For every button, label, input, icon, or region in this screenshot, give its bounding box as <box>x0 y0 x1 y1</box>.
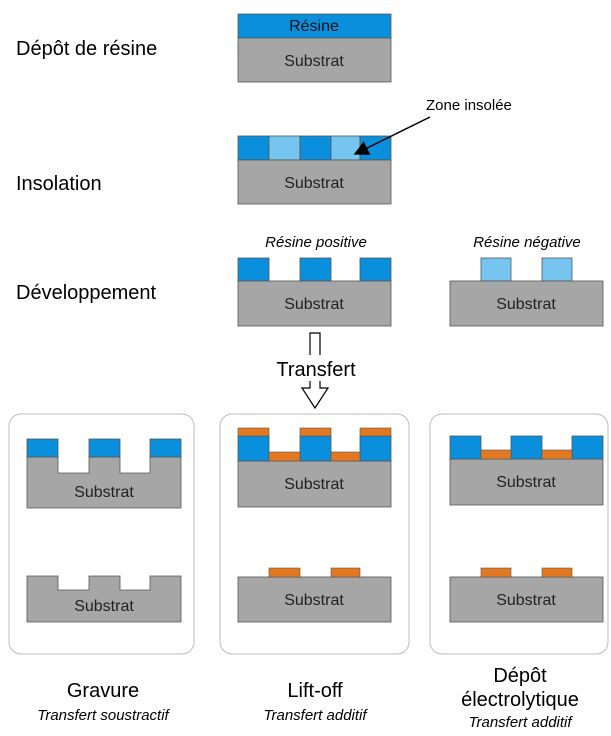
etching-top-stack: Substrat <box>26 438 182 509</box>
substrate-label: Substrat <box>284 53 344 70</box>
substrate-label: Substrat <box>74 598 134 615</box>
etched-substrate <box>26 456 182 509</box>
resin-segment <box>359 435 392 462</box>
exposed-resin-segment <box>268 135 301 161</box>
resin-segment <box>237 435 270 462</box>
negative-development-stack: Substrat <box>449 257 604 327</box>
etching-bottom-stack: Substrat <box>26 575 182 623</box>
exposed-resin-segment <box>541 257 573 282</box>
resin-segment <box>571 435 604 460</box>
lift-off-subtitle: Transfert additif <box>263 707 368 724</box>
exposed-resin-segment <box>480 257 512 282</box>
step-label-exposure: Insolation <box>16 173 102 195</box>
etched-substrate <box>26 575 182 623</box>
substrate-label: Substrat <box>284 296 344 313</box>
metal-feature <box>541 567 573 578</box>
transfer-label: Transfert <box>276 359 356 381</box>
positive-resin-label: Résine positive <box>265 234 367 251</box>
resin-segment <box>359 135 392 161</box>
resin-deposit-stack: Résine Substrat <box>237 13 392 83</box>
resin-segment <box>299 257 332 282</box>
metal-deposit <box>330 451 361 462</box>
substrate-label: Substrat <box>496 592 556 609</box>
resin-segment <box>149 438 182 458</box>
resin-segment <box>88 438 121 458</box>
electroplating-title-line1: Dépôt <box>493 665 547 687</box>
exposure-stack: Substrat <box>237 135 392 205</box>
resin-segment <box>26 438 59 458</box>
substrate-block <box>237 159 392 205</box>
substrate-label: Substrat <box>496 474 556 491</box>
substrate-label: Substrat <box>496 296 556 313</box>
etching-subtitle: Transfert soustractif <box>37 707 170 724</box>
electroplating-title-line2: électrolytique <box>461 689 579 711</box>
resin-label: Résine <box>289 18 339 35</box>
etching-title: Gravure <box>67 680 139 702</box>
substrate-block <box>237 576 392 623</box>
lift-off-title: Lift-off <box>287 680 343 702</box>
exposed-zone-label: Zone insolée <box>426 97 512 114</box>
exposed-zone-arrow <box>353 116 431 155</box>
metal-feature <box>268 567 301 578</box>
step-label-development: Développement <box>16 282 157 304</box>
resin-segment <box>237 135 270 161</box>
positive-development-stack: Substrat <box>237 257 392 327</box>
resin-segment <box>510 435 543 460</box>
resin-segment <box>237 257 270 282</box>
electroplating-bottom-stack: Substrat <box>449 567 604 623</box>
substrate-block <box>237 460 392 508</box>
lift-off-bottom-stack: Substrat <box>237 567 392 623</box>
metal-on-resin <box>299 427 332 437</box>
resin-segment <box>299 135 332 161</box>
substrate-label: Substrat <box>284 175 344 192</box>
substrate-label: Substrat <box>284 592 344 609</box>
electroplating-top-stack: Substrat <box>449 435 604 506</box>
resin-segment <box>299 435 332 462</box>
resin-segment <box>359 257 392 282</box>
substrate-block <box>237 280 392 327</box>
substrate-label: Substrat <box>74 484 134 501</box>
metal-feature <box>330 567 361 578</box>
electroplating-subtitle: Transfert additif <box>468 714 573 731</box>
substrate-block <box>237 37 392 83</box>
metal-on-resin <box>359 427 392 437</box>
metal-feature <box>480 567 512 578</box>
metal-deposit <box>541 449 573 460</box>
step-label-resin-deposit: Dépôt de résine <box>16 38 157 60</box>
metal-deposit <box>480 449 512 460</box>
substrate-block <box>449 576 604 623</box>
metal-deposit <box>268 451 301 462</box>
substrate-label: Substrat <box>284 476 344 493</box>
resin-layer <box>237 13 392 39</box>
substrate-block <box>449 458 604 506</box>
exposed-resin-segment <box>330 135 361 161</box>
negative-resin-label: Résine négative <box>473 234 581 251</box>
resin-segment <box>449 435 482 460</box>
metal-on-resin <box>237 427 270 437</box>
transfer-label-background <box>268 355 362 381</box>
lift-off-top-stack: Substrat <box>237 427 392 508</box>
substrate-block <box>449 280 604 327</box>
